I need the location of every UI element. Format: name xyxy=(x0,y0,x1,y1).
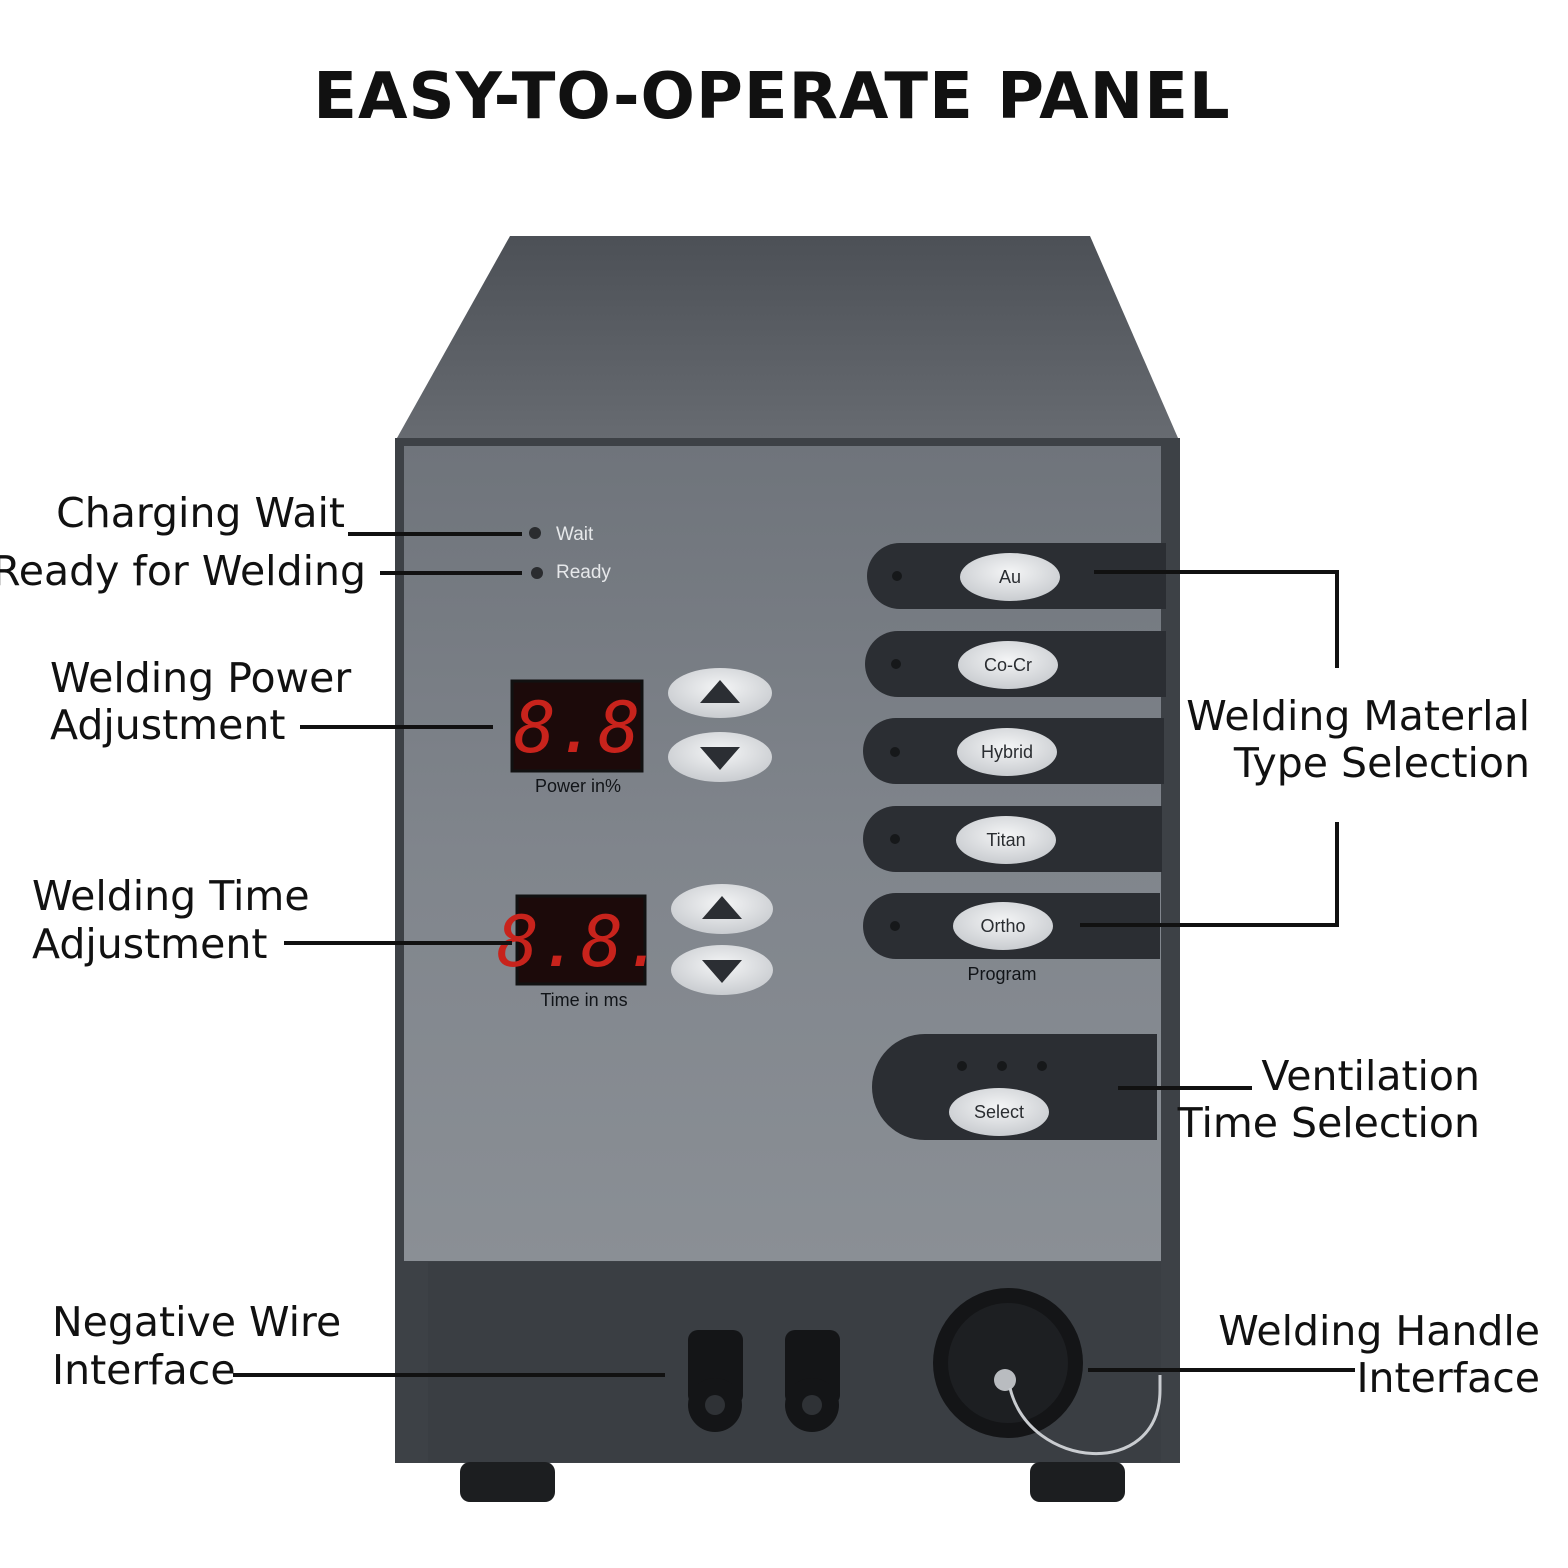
callout-material-line2: Type Selection xyxy=(1233,739,1530,787)
power-down-button[interactable] xyxy=(668,732,772,782)
ready-indicator-label: Ready xyxy=(556,562,611,583)
screw-icon xyxy=(994,1369,1016,1391)
time-display-value: 8.8. xyxy=(497,901,666,983)
program-button-au[interactable]: Au xyxy=(960,553,1060,601)
callout-time-line1: Welding Time xyxy=(32,872,310,920)
ventilation-led-2 xyxy=(997,1061,1007,1071)
time-up-button[interactable] xyxy=(671,884,773,934)
time-down-button[interactable] xyxy=(671,945,773,995)
triangle-up-icon xyxy=(702,896,742,919)
callout-handle-line1: Welding Handle xyxy=(1218,1307,1540,1355)
wait-indicator-label: Wait xyxy=(556,524,594,545)
program-button-ortho[interactable]: Ortho xyxy=(953,902,1053,950)
callout-power-line1: Welding Power xyxy=(50,654,351,702)
program-strip-au: Au xyxy=(867,543,1166,609)
callout-negative-line2: Interface xyxy=(52,1346,236,1394)
program-strip-ortho: Ortho xyxy=(863,893,1160,959)
triangle-down-icon xyxy=(702,960,742,983)
select-button[interactable]: Select xyxy=(949,1088,1049,1136)
program-button-titan[interactable]: Titan xyxy=(956,816,1056,864)
callout-material-line1: Welding Materlal xyxy=(1186,692,1530,740)
negative-wire-socket-2[interactable] xyxy=(785,1330,840,1432)
triangle-up-icon xyxy=(700,680,740,703)
program-button-hybrid[interactable]: Hybrid xyxy=(957,728,1057,776)
program-button-co-cr[interactable]: Co-Cr xyxy=(958,641,1058,689)
tether-cable xyxy=(1008,1375,1162,1455)
svg-text:Select: Select xyxy=(974,1102,1024,1122)
power-display-value: 8.8 xyxy=(514,687,640,769)
callout-power-line2: Adjustment xyxy=(50,701,285,749)
power-display-label: Power in% xyxy=(535,776,621,796)
ventilation-led-3 xyxy=(1037,1061,1047,1071)
page-title: EASY-TO-OPERATE PANEL xyxy=(313,60,1230,134)
program-strip-titan: Titan xyxy=(863,806,1162,872)
device-top xyxy=(397,236,1178,438)
svg-text:Co-Cr: Co-Cr xyxy=(984,655,1032,675)
callout-ventilation-line2: Time Selection xyxy=(1177,1099,1480,1147)
svg-text:Au: Au xyxy=(999,567,1021,587)
svg-text:Titan: Titan xyxy=(986,830,1025,850)
ready-indicator-led xyxy=(531,567,543,579)
device-foot-left xyxy=(460,1462,555,1502)
wait-indicator-led xyxy=(529,527,541,539)
leader-lines xyxy=(233,532,1355,1377)
time-display-label: Time in ms xyxy=(540,990,627,1010)
callout-handle-line2: Interface xyxy=(1356,1354,1540,1402)
callout-charging-wait: Charging Wait xyxy=(56,489,345,537)
svg-text:Hybrid: Hybrid xyxy=(981,742,1033,762)
program-label: Program xyxy=(967,964,1036,984)
device-foot-right xyxy=(1030,1462,1125,1502)
triangle-down-icon xyxy=(700,747,740,770)
ventilation-led-1 xyxy=(957,1061,967,1071)
callout-ventilation-line1: Ventilation xyxy=(1261,1052,1480,1100)
program-strip-hybrid: Hybrid xyxy=(863,718,1164,784)
callout-negative-line1: Negative Wire xyxy=(52,1298,341,1346)
callout-ready-for-welding: Ready for Welding xyxy=(0,547,366,595)
power-up-button[interactable] xyxy=(668,668,772,718)
callout-time-line2: Adjustment xyxy=(32,920,267,968)
svg-text:Ortho: Ortho xyxy=(980,916,1025,936)
time-display xyxy=(515,894,647,986)
ventilation-strip xyxy=(872,1034,1157,1140)
welding-handle-socket[interactable] xyxy=(933,1288,1162,1455)
negative-wire-socket-1[interactable] xyxy=(688,1330,743,1432)
power-display xyxy=(510,679,644,773)
program-strip-co-cr: Co-Cr xyxy=(865,631,1166,697)
